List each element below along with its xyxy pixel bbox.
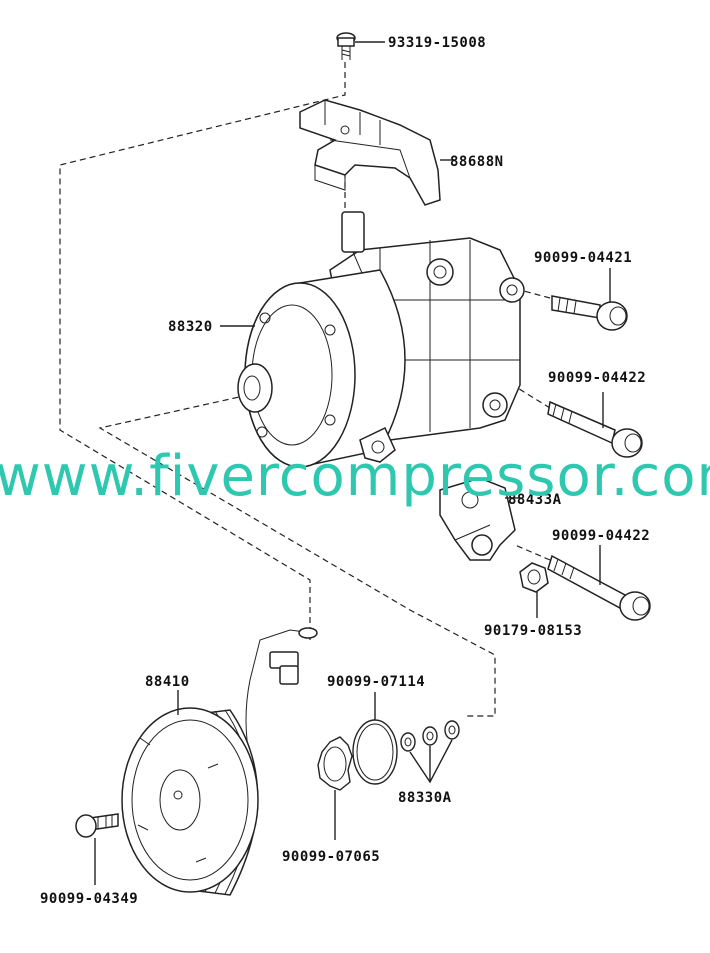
mount-bracket-icon xyxy=(439,477,520,561)
label-bracket: 88688N xyxy=(450,154,504,170)
nut-icon xyxy=(519,562,549,618)
bolt-1-icon xyxy=(551,268,628,331)
label-bolt-bottom: 90099-04349 xyxy=(40,891,138,907)
label-nut: 90179-08153 xyxy=(484,623,582,639)
label-bolt-3: 90099-04422 xyxy=(552,528,650,544)
bolt-top-icon xyxy=(336,32,385,60)
label-bolt-1: 90099-04421 xyxy=(534,250,632,266)
label-clutch: 88410 xyxy=(145,674,190,690)
bolt-bottom-icon xyxy=(75,813,119,885)
snap-ring-inner-icon xyxy=(317,736,353,840)
snap-ring-outer-icon xyxy=(352,692,398,785)
label-snap-ring-outer: 90099-07114 xyxy=(327,674,425,690)
bolt-2-icon xyxy=(547,392,643,458)
shims-icon xyxy=(400,720,460,784)
label-compressor: 88320 xyxy=(168,319,213,335)
watermark-text: www.fivercompressor.com xyxy=(0,444,710,509)
label-bolt-top: 93319-15008 xyxy=(388,35,486,51)
label-bolt-2: 90099-04422 xyxy=(548,370,646,386)
label-snap-ring-inner: 90099-07065 xyxy=(282,849,380,865)
compressor-icon xyxy=(220,211,525,468)
bolt-3-icon xyxy=(547,545,651,621)
label-shims: 88330A xyxy=(398,790,452,806)
label-mount: 88433A xyxy=(508,492,562,508)
bracket-icon xyxy=(299,99,455,206)
clutch-pulley-icon xyxy=(121,627,318,896)
